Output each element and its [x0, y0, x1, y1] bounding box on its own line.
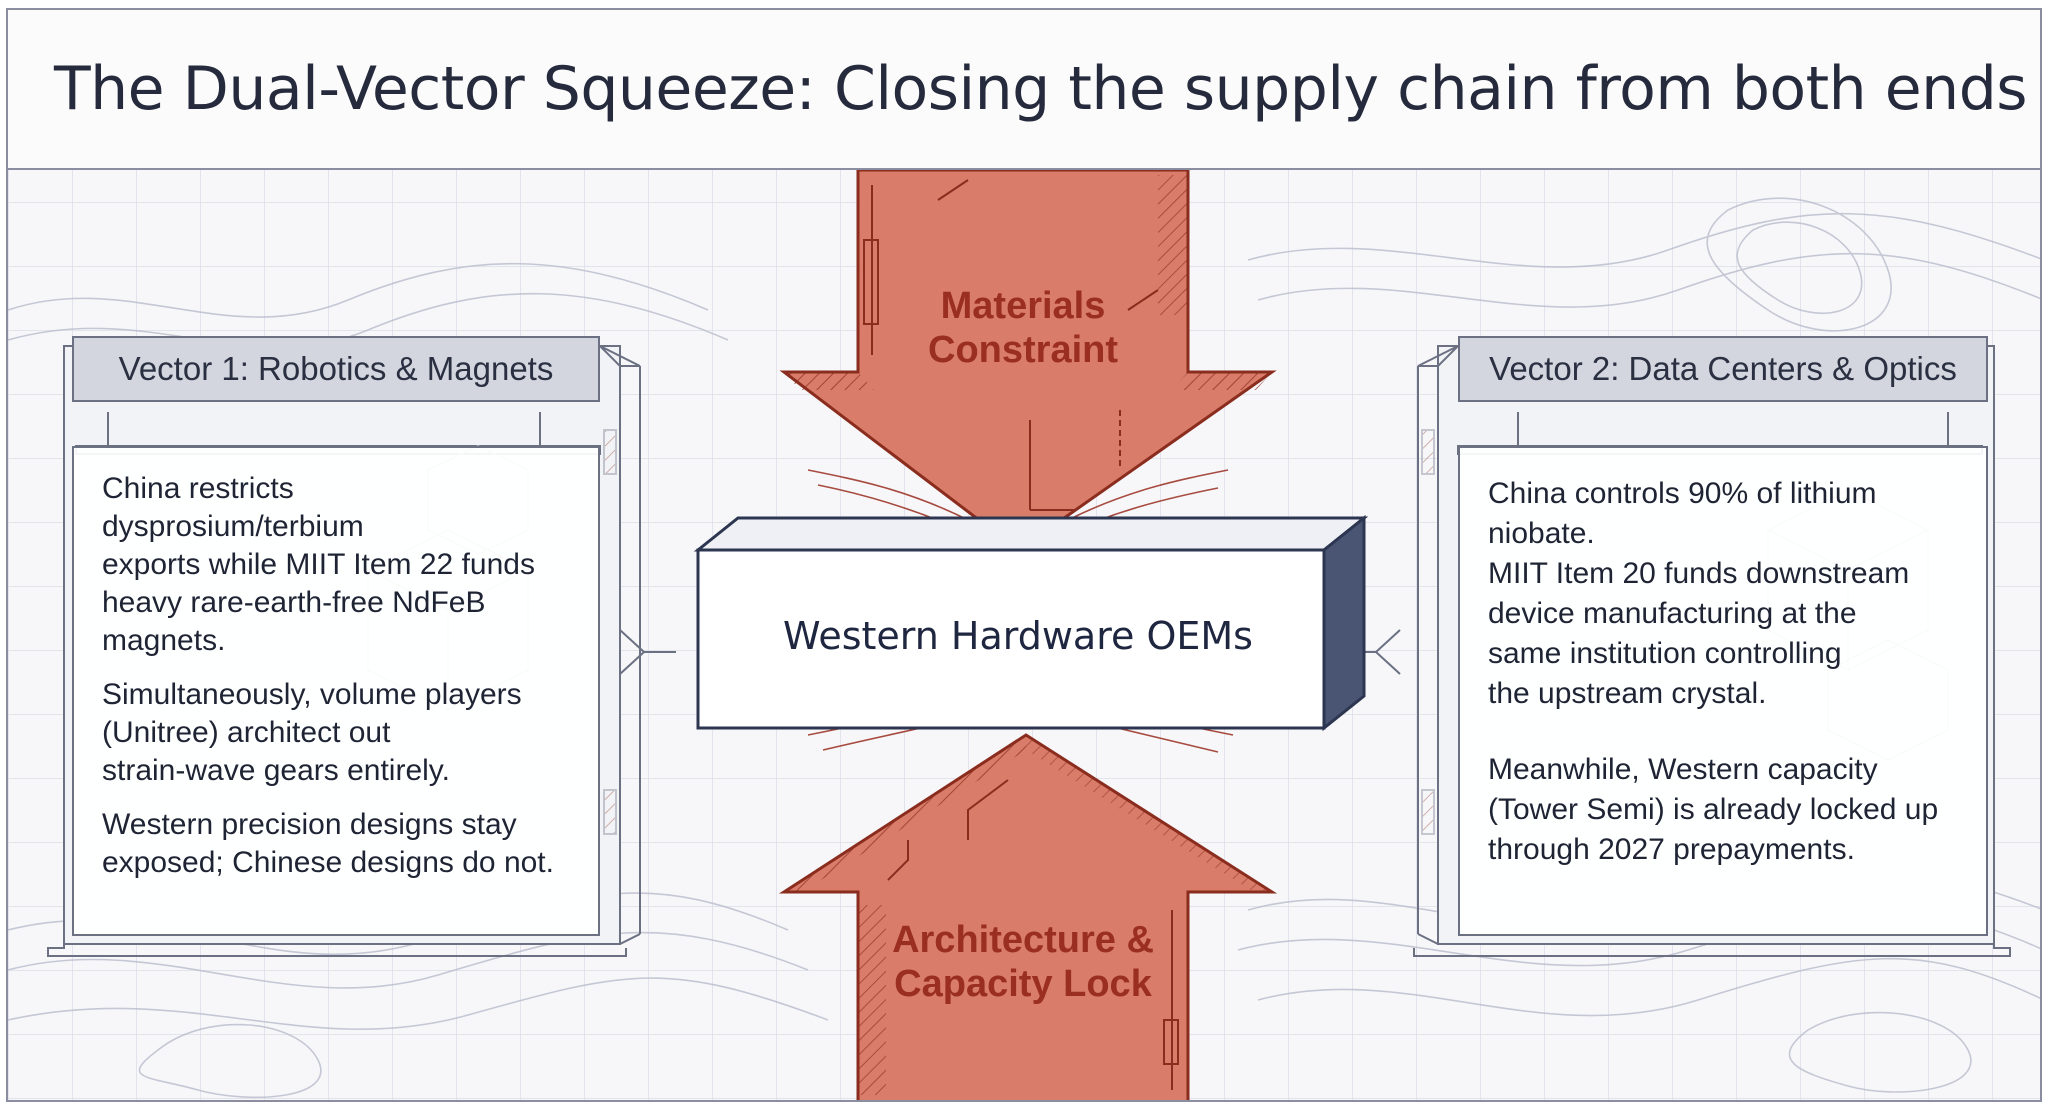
title-bar: The Dual-Vector Squeeze: Closing the sup… [8, 10, 2040, 170]
vector1-paragraph: China restricts dysprosium/terbium expor… [102, 472, 535, 657]
vector2-paragraph: Meanwhile, Western capacity (Tower Semi)… [1488, 753, 1939, 866]
vector1-paragraph: Simultaneously, volume players (Unitree)… [102, 678, 522, 787]
bottom-arrow-label: Architecture & Capacity Lock [892, 919, 1154, 1005]
center-box [693, 514, 1369, 732]
vector1-header: Vector 1: Robotics & Magnets [72, 336, 600, 402]
vector2-paragraph: China controls 90% of lithium niobate. M… [1488, 477, 1910, 710]
top-arrow [779, 168, 1277, 544]
vector1-paragraph: Western precision designs stay exposed; … [102, 808, 554, 879]
vector2-header: Vector 2: Data Centers & Optics [1458, 336, 1988, 402]
vector1-body: China restricts dysprosium/terbium expor… [72, 446, 600, 936]
slide: The Dual-Vector Squeeze: Closing the sup… [6, 8, 2042, 1102]
vector1-header-label: Vector 1: Robotics & Magnets [118, 350, 554, 387]
vector2-body: China controls 90% of lithium niobate. M… [1458, 446, 1988, 936]
vector2-header-label: Vector 2: Data Centers & Optics [1489, 350, 1957, 387]
top-arrow-label: Materials Constraint [928, 285, 1118, 371]
center-box-label: Western Hardware OEMs [783, 614, 1253, 658]
page-title: The Dual-Vector Squeeze: Closing the sup… [54, 54, 2028, 124]
bottom-arrow [778, 733, 1278, 1100]
